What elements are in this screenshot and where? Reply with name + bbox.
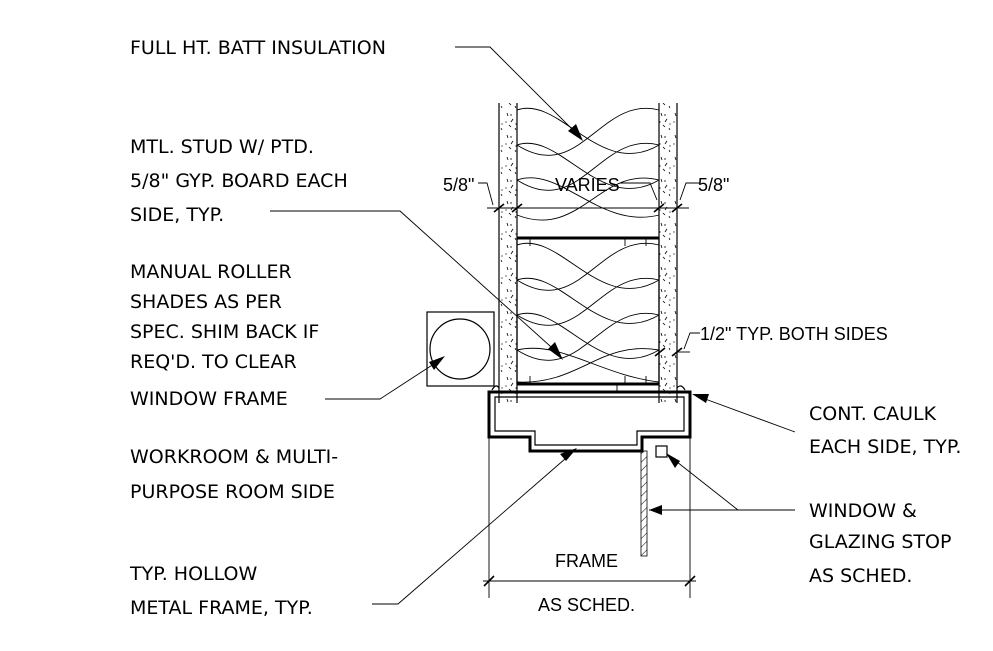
note-insulation: FULL HT. BATT INSULATION xyxy=(130,37,386,59)
note-room-side: WORKROOM & MULTI- PURPOSE ROOM SIDE xyxy=(130,446,338,503)
metal-stud xyxy=(516,236,660,386)
svg-text:SHADES AS PER: SHADES AS PER xyxy=(130,291,282,313)
svg-text:REQ'D. TO CLEAR: REQ'D. TO CLEAR xyxy=(130,351,297,373)
dim-frame-bottom: AS SCHED. xyxy=(538,595,635,615)
svg-text:GLAZING STOP: GLAZING STOP xyxy=(809,531,951,553)
dim-gyp-left: 5/8" xyxy=(443,175,474,195)
svg-text:PURPOSE ROOM SIDE: PURPOSE ROOM SIDE xyxy=(130,481,335,503)
svg-text:MTL. STUD W/ PTD.: MTL. STUD W/ PTD. xyxy=(130,136,314,158)
svg-text:SPEC. SHIM BACK IF: SPEC. SHIM BACK IF xyxy=(130,321,319,343)
svg-text:WORKROOM & MULTI-: WORKROOM & MULTI- xyxy=(130,446,338,468)
caulk-beads xyxy=(491,385,686,391)
svg-text:FULL HT. BATT INSULATION: FULL HT. BATT INSULATION xyxy=(130,37,386,59)
svg-text:SIDE, TYP.: SIDE, TYP. xyxy=(130,204,224,226)
svg-text:EACH SIDE, TYP.: EACH SIDE, TYP. xyxy=(809,436,961,458)
dim-frame-top: FRAME xyxy=(555,551,618,571)
glazing-stop xyxy=(655,445,668,458)
dim-gyp-right: 5/8" xyxy=(698,175,729,195)
note-stud: MTL. STUD W/ PTD. 5/8" GYP. BOARD EACH S… xyxy=(130,136,348,226)
dimension-lines xyxy=(483,203,696,587)
note-shades: MANUAL ROLLER SHADES AS PER SPEC. SHIM B… xyxy=(130,261,319,410)
svg-text:WINDOW &: WINDOW & xyxy=(809,500,917,522)
note-hollow-frame: TYP. HOLLOW METAL FRAME, TYP. xyxy=(129,563,313,619)
leader-lines xyxy=(270,46,796,605)
svg-text:AS SCHED.: AS SCHED. xyxy=(809,565,912,587)
note-glazing: WINDOW & GLAZING STOP AS SCHED. xyxy=(809,500,951,587)
svg-text:TYP. HOLLOW: TYP. HOLLOW xyxy=(129,563,257,585)
svg-text:5/8" GYP. BOARD EACH: 5/8" GYP. BOARD EACH xyxy=(130,170,348,192)
svg-text:METAL FRAME, TYP.: METAL FRAME, TYP. xyxy=(130,597,313,619)
dim-varies: VARIES xyxy=(555,175,620,195)
hollow-metal-frame xyxy=(487,383,692,453)
batt-insulation xyxy=(516,107,660,383)
svg-text:MANUAL ROLLER: MANUAL ROLLER xyxy=(130,261,292,283)
roller-shade xyxy=(426,311,495,387)
window-glazing xyxy=(640,445,668,557)
svg-text:WINDOW FRAME: WINDOW FRAME xyxy=(130,388,288,410)
gypsum-board-left xyxy=(498,103,518,403)
gypsum-board-right xyxy=(658,103,678,403)
note-caulk: CONT. CAULK EACH SIDE, TYP. xyxy=(809,403,961,458)
svg-text:CONT. CAULK: CONT. CAULK xyxy=(809,403,937,425)
dim-gap: 1/2" TYP. BOTH SIDES xyxy=(700,324,888,344)
